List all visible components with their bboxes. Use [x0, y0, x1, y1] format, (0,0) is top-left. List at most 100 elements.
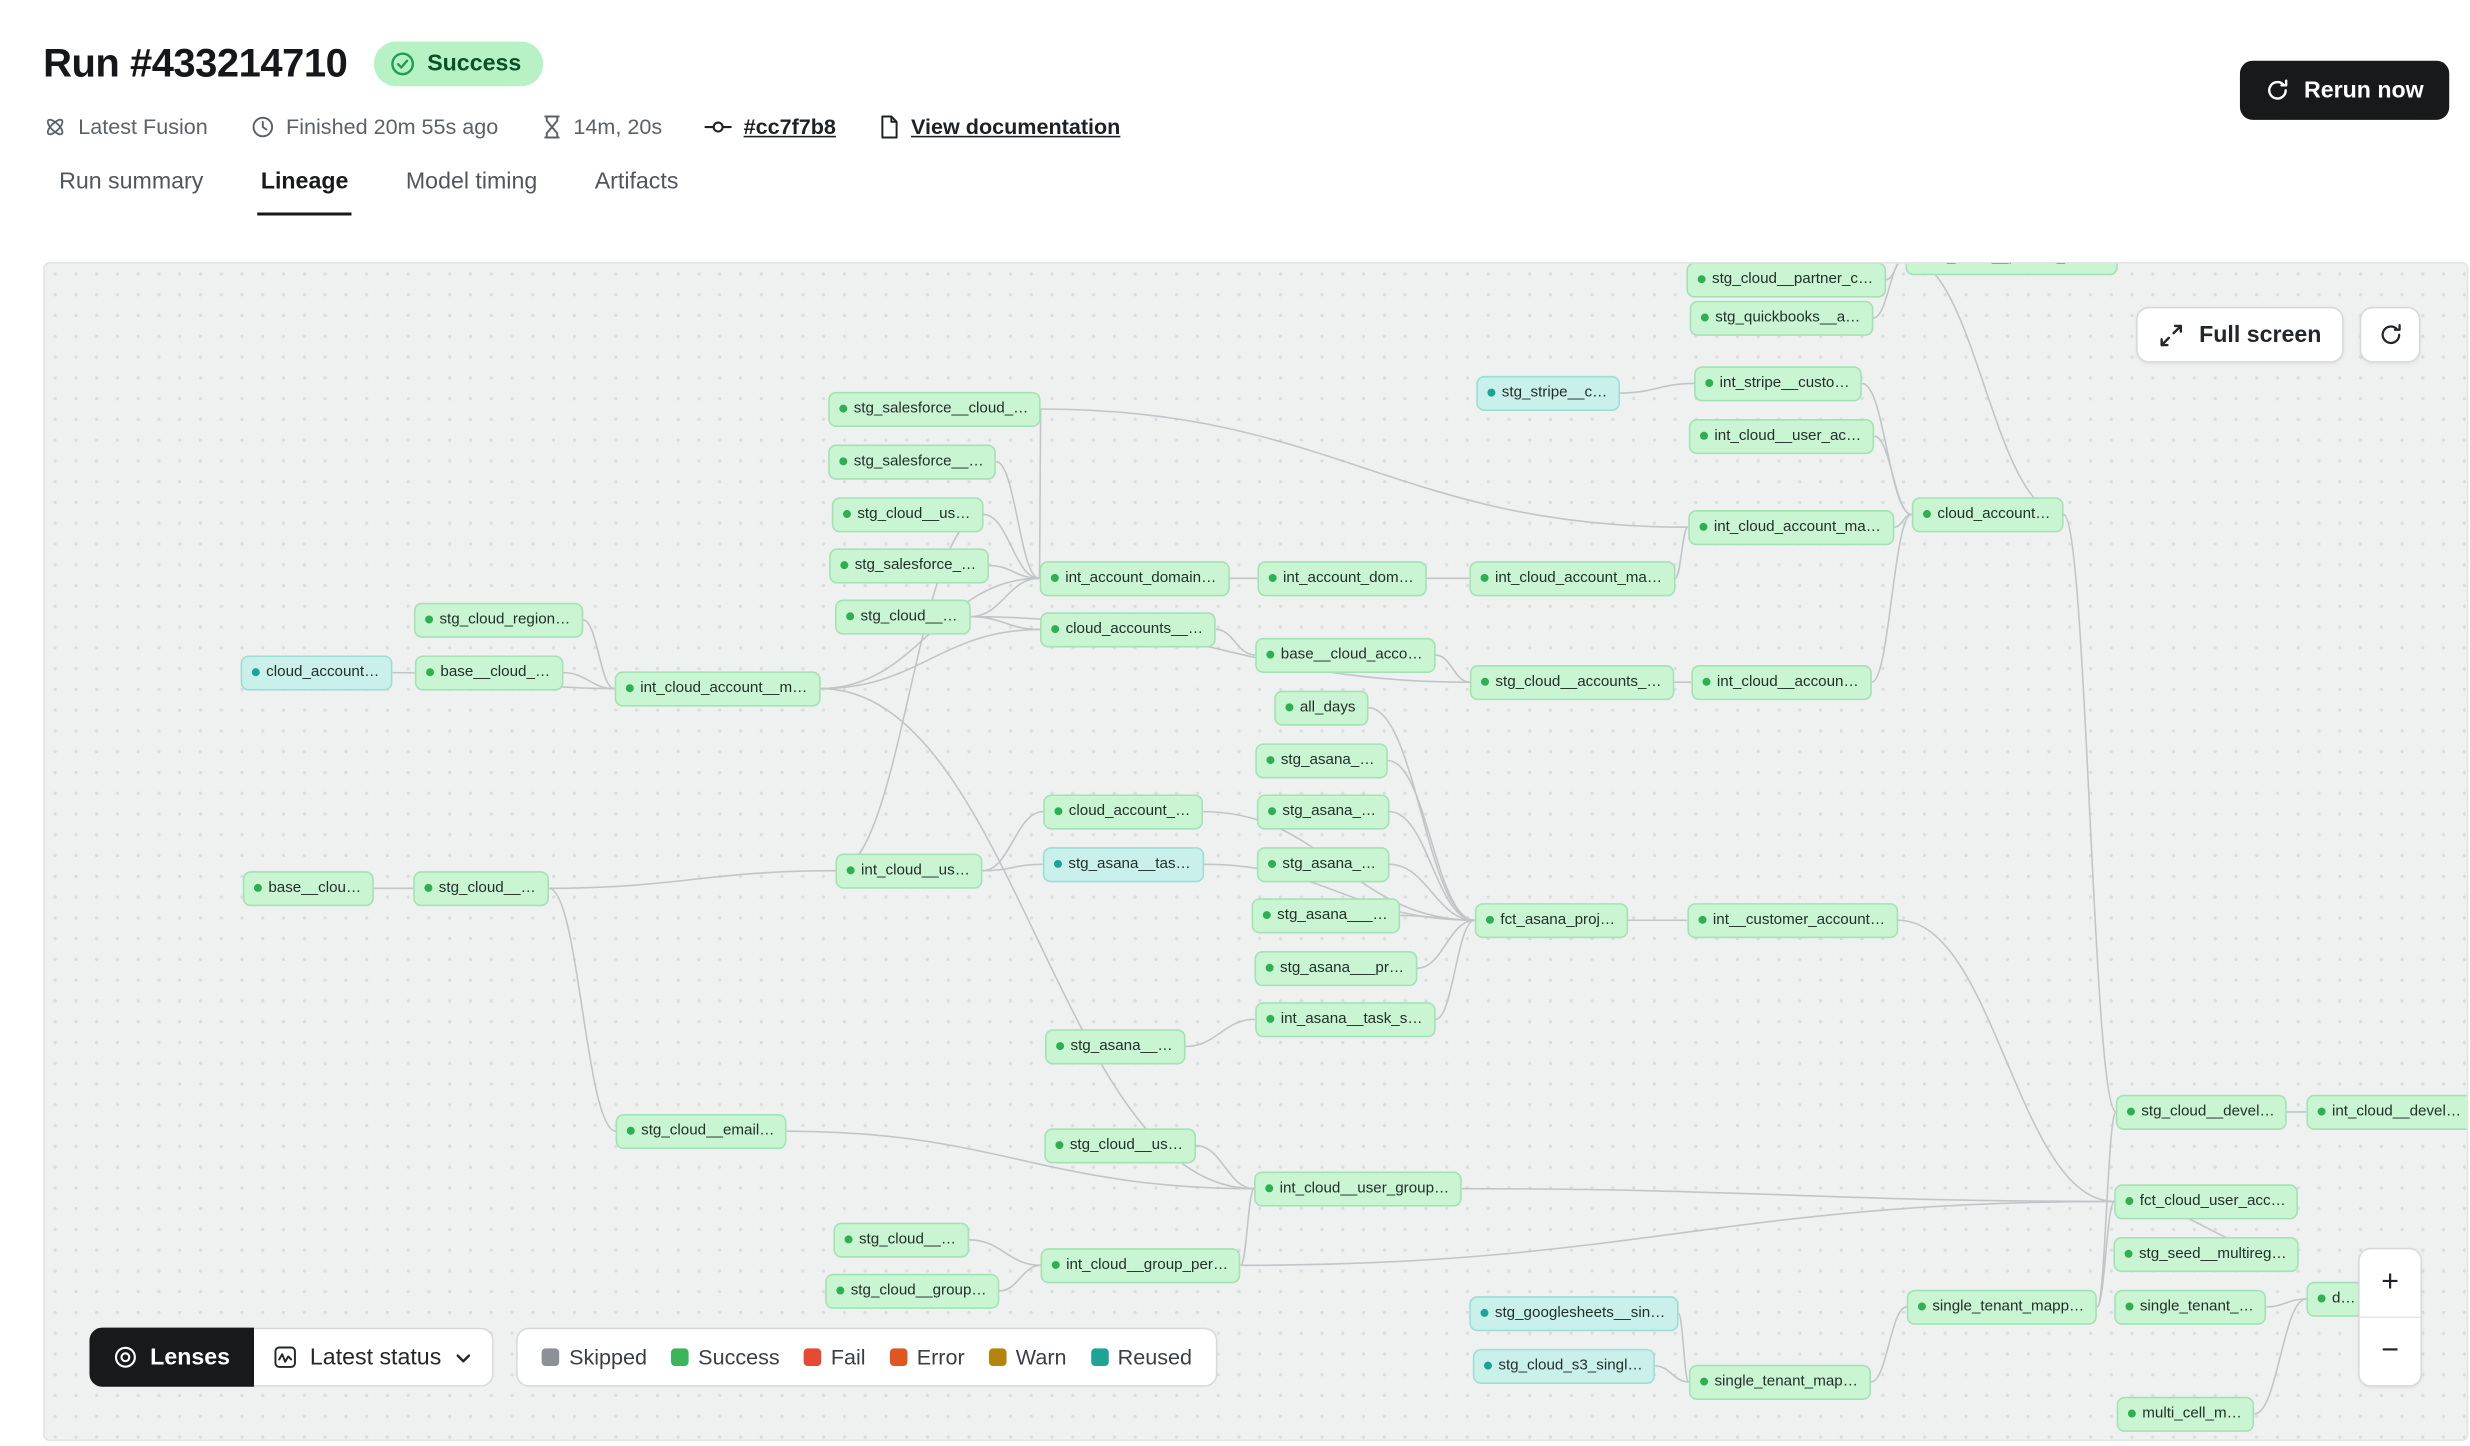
node-label: int_cloud__user_group… — [1279, 1179, 1450, 1198]
lineage-node[interactable]: int_cloud__user_ac… — [1688, 418, 1874, 454]
lineage-node[interactable]: stg_googlesheets__sin… — [1469, 1296, 1679, 1331]
lineage-node[interactable]: int_cloud_account_ma… — [1469, 561, 1675, 596]
node-status-dot — [1054, 807, 1063, 816]
lineage-node[interactable]: stg_salesforce__… — [828, 444, 997, 479]
lineage-node[interactable]: stg_cloud__… — [834, 599, 971, 634]
lineage-node[interactable]: cloud_account_… — [1043, 794, 1204, 829]
lineage-node[interactable]: stg_cloud__us… — [1044, 1128, 1196, 1163]
lineage-node[interactable]: int_account_dom… — [1257, 561, 1427, 596]
node-label: stg_salesforce__cloud_… — [853, 399, 1029, 418]
lineage-node[interactable]: stg_seed__multireg… — [2113, 1236, 2300, 1272]
lineage-node[interactable]: int_cloud__partner_con… — [1905, 263, 2118, 275]
lineage-node[interactable]: int_cloud_account__m… — [614, 671, 821, 706]
lineage-canvas[interactable]: stg_cloud__partner_c… int_cloud__partner_… — [43, 262, 2469, 1442]
lineage-node[interactable]: cloud_account… — [240, 655, 393, 690]
node-status-dot — [1285, 703, 1294, 712]
lineage-node[interactable]: stg_cloud__devel… — [2115, 1094, 2288, 1130]
node-label: int_asana__task_s… — [1280, 1010, 1423, 1028]
node-label: stg_quickbooks__a… — [1715, 308, 1861, 327]
tab-model-timing[interactable]: Model timing — [403, 169, 541, 215]
lineage-node[interactable]: int_stripe__custo… — [1694, 366, 1863, 401]
lineage-node[interactable]: stg_cloud__accounts_… — [1469, 665, 1675, 700]
legend-swatch — [988, 1348, 1007, 1367]
node-label: int_cloud__user_ac… — [1714, 426, 1862, 445]
legend-swatch — [671, 1348, 689, 1367]
lineage-node[interactable]: all_days — [1274, 690, 1369, 725]
lineage-node[interactable]: stg_salesforce__cloud_… — [828, 391, 1042, 427]
lineage-node[interactable]: stg_asana_… — [1255, 743, 1388, 778]
lineage-node[interactable]: base__cloud_acco… — [1255, 637, 1436, 673]
lineage-node[interactable]: stg_cloud__partner_c… — [1686, 263, 1886, 297]
lineage-node[interactable]: int_cloud__user_group… — [1254, 1171, 1462, 1206]
lineage-node[interactable]: int_cloud__devel… — [2306, 1094, 2467, 1130]
tab-run-summary[interactable]: Run summary — [56, 169, 207, 215]
legend-label: Reused — [1117, 1345, 1193, 1370]
lineage-node[interactable]: stg_asana__tas… — [1042, 847, 1204, 882]
lenses-button[interactable]: Lenses — [89, 1327, 255, 1387]
node-status-dot — [1702, 678, 1711, 687]
node-status-dot — [839, 405, 848, 413]
lineage-node[interactable]: int_cloud__group_per… — [1040, 1248, 1241, 1283]
lineage-node[interactable]: stg_asana_… — [1256, 794, 1389, 829]
lineage-node[interactable]: stg_cloud_s3_singl… — [1472, 1348, 1656, 1384]
lineage-node[interactable]: stg_salesforce_… — [829, 548, 989, 583]
lineage-edge — [548, 887, 617, 1132]
lineage-node[interactable]: int_account_domain… — [1039, 561, 1230, 596]
lineage-edge — [1677, 1312, 1690, 1383]
commit-link[interactable]: #cc7f7b8 — [705, 115, 836, 139]
lineage-node[interactable]: stg_cloud__group… — [825, 1273, 1000, 1309]
lineage-node[interactable]: stg_asana___… — [1251, 898, 1401, 933]
lineage-node[interactable]: base__cloud_… — [414, 655, 563, 690]
lineage-node[interactable]: fct_cloud_user_acc… — [2114, 1184, 2299, 1219]
lineage-node[interactable]: cloud_account… — [1911, 497, 2064, 532]
tab-lineage[interactable]: Lineage — [258, 169, 352, 215]
lineage-node[interactable]: int_cloud__us… — [835, 853, 983, 888]
lineage-node[interactable]: stg_quickbooks__a… — [1689, 300, 1874, 336]
legend-label: Warn — [1015, 1345, 1067, 1370]
duration-label: 14m, 20s — [573, 115, 663, 139]
lineage-node[interactable]: multi_cell_m… — [2116, 1396, 2255, 1432]
document-icon — [881, 115, 898, 139]
node-label: stg_salesforce__… — [853, 452, 984, 471]
lineage-edge — [1435, 919, 1475, 1021]
lineage-node[interactable]: int_asana__task_s… — [1255, 1002, 1436, 1037]
lineage-node[interactable]: stg_cloud_region… — [413, 602, 584, 638]
lineage-edge — [1038, 408, 1042, 580]
rerun-button[interactable]: Rerun now — [2240, 60, 2450, 120]
lineage-node[interactable]: stg_asana_… — [1256, 847, 1389, 882]
node-label: base__cloud_acco… — [1280, 645, 1423, 664]
lineage-node[interactable]: single_tenant_mapp… — [1906, 1289, 2098, 1325]
lineage-edge — [968, 1238, 1041, 1267]
lineage-node[interactable]: stg_asana__… — [1044, 1029, 1186, 1064]
lineage-node[interactable]: single_tenant_map… — [1688, 1364, 1871, 1400]
run-header: Run #433214710 Success Rerun now Latest … — [0, 0, 2470, 216]
lineage-node[interactable]: cloud_accounts__… — [1040, 612, 1216, 647]
lineage-node[interactable]: stg_asana___pr… — [1254, 951, 1417, 986]
lineage-node[interactable]: base__clou… — [242, 871, 374, 906]
status-filter-dropdown[interactable]: Latest status — [254, 1327, 495, 1387]
lineage-node[interactable]: d… — [2306, 1281, 2369, 1317]
lineage-node[interactable]: int_cloud_account_ma… — [1688, 510, 1894, 545]
view-documentation-link[interactable]: View documentation — [879, 115, 1120, 139]
lineage-edge — [835, 513, 984, 872]
lineage-node[interactable]: int__customer_account… — [1687, 903, 1898, 938]
lineage-node[interactable]: single_tenant_… — [2114, 1289, 2267, 1325]
lineage-node[interactable]: stg_cloud__us… — [831, 497, 984, 532]
title-row: Run #433214710 Success — [43, 34, 2470, 95]
lineage-edge — [970, 577, 1040, 618]
zoom-out-button[interactable]: − — [2359, 1318, 2421, 1386]
lineage-node[interactable]: stg_cloud__… — [833, 1222, 969, 1257]
fullscreen-button[interactable]: Full screen — [2136, 306, 2344, 363]
zoom-in-button[interactable]: + — [2359, 1249, 2421, 1317]
lineage-node[interactable]: stg_cloud__… — [413, 871, 549, 906]
node-label: stg_asana_… — [1280, 751, 1375, 769]
lineage-edge — [1655, 1365, 1689, 1383]
lineage-node[interactable]: stg_cloud__email… — [615, 1113, 788, 1149]
lineage-node[interactable]: stg_stripe__c… — [1476, 375, 1621, 411]
lineage-node[interactable]: int_cloud__accoun… — [1691, 665, 1872, 700]
lineage-edge — [1871, 513, 1912, 684]
lineage-node[interactable]: fct_asana_proj… — [1474, 903, 1628, 938]
tab-artifacts[interactable]: Artifacts — [592, 169, 682, 215]
zoom-controls: + − — [2358, 1247, 2423, 1387]
refresh-button[interactable] — [2359, 306, 2421, 363]
